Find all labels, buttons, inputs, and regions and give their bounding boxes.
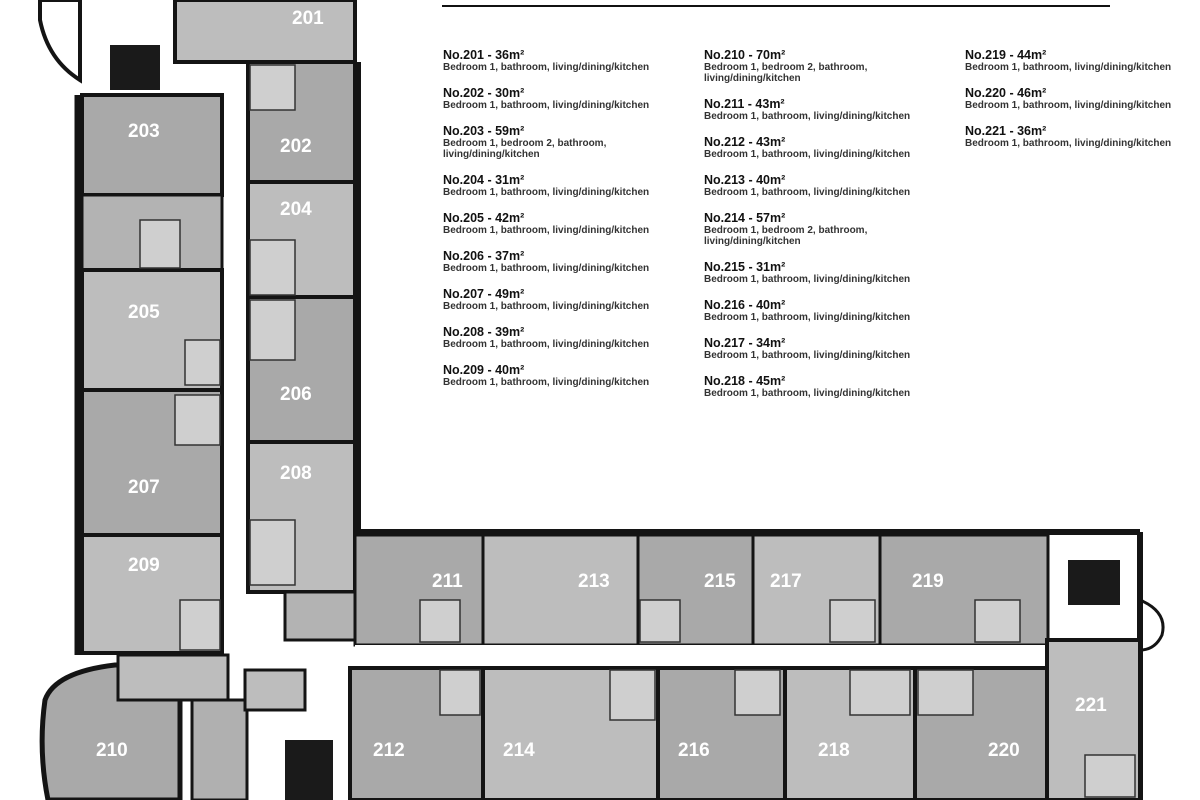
- central-column: [173, 0, 361, 642]
- bathroom: [639, 599, 681, 643]
- label-202: 202: [280, 136, 312, 157]
- stair-core-top: [110, 45, 160, 90]
- south-wing-north-row: [353, 529, 1165, 800]
- label-210: 210: [96, 740, 128, 761]
- bathroom: [249, 239, 296, 296]
- label-201: 201: [292, 8, 324, 29]
- unit-210-bath: [190, 698, 249, 800]
- west-wing: [74, 93, 224, 655]
- bathroom: [249, 64, 296, 111]
- bathroom: [179, 599, 221, 651]
- bathroom: [974, 599, 1021, 643]
- label-214: 214: [503, 740, 535, 761]
- label-213: 213: [578, 571, 610, 592]
- unit-203[interactable]: [80, 93, 224, 197]
- label-203: 203: [128, 121, 160, 142]
- label-209: 209: [128, 555, 160, 576]
- lobby-room: [243, 668, 307, 712]
- label-220: 220: [988, 740, 1020, 761]
- bathroom: [139, 219, 181, 269]
- bathroom: [184, 339, 221, 386]
- label-204: 204: [280, 199, 312, 220]
- label-205: 205: [128, 302, 160, 323]
- unit-213[interactable]: [481, 533, 640, 647]
- label-207: 207: [128, 477, 160, 498]
- bay-window-east: [1138, 597, 1165, 652]
- unit-219[interactable]: [878, 533, 1050, 647]
- unit-211[interactable]: [353, 533, 485, 647]
- bathroom: [249, 299, 296, 361]
- unit-labels: 201 202 203 204 205 206 207 208 209 210 …: [96, 8, 1107, 761]
- label-212: 212: [373, 740, 405, 761]
- stair-core-south: [285, 740, 333, 800]
- bathroom: [917, 669, 974, 716]
- label-221: 221: [1075, 695, 1107, 716]
- unit-216[interactable]: [656, 666, 787, 800]
- bathroom: [419, 599, 461, 643]
- bathroom: [734, 669, 781, 716]
- bathroom: [249, 519, 296, 586]
- label-215: 215: [704, 571, 736, 592]
- bathroom: [829, 599, 876, 643]
- unit-201[interactable]: [173, 0, 357, 64]
- label-216: 216: [678, 740, 710, 761]
- label-217: 217: [770, 571, 802, 592]
- bathroom: [609, 669, 656, 721]
- bathroom: [1084, 754, 1136, 798]
- bathroom: [439, 669, 481, 716]
- bay-window-top: [38, 0, 82, 84]
- label-208: 208: [280, 463, 312, 484]
- south-wing-south-row: [285, 638, 1142, 800]
- stair-core-east: [1068, 560, 1120, 605]
- bathroom: [849, 669, 911, 716]
- label-218: 218: [818, 740, 850, 761]
- label-211: 211: [432, 571, 463, 592]
- corridor: [355, 645, 1055, 667]
- label-206: 206: [280, 384, 312, 405]
- turrets: [38, 0, 307, 800]
- label-219: 219: [912, 571, 944, 592]
- unit-212-ext: [283, 590, 357, 642]
- bathroom: [174, 394, 221, 446]
- unit-210-wing[interactable]: [116, 653, 230, 702]
